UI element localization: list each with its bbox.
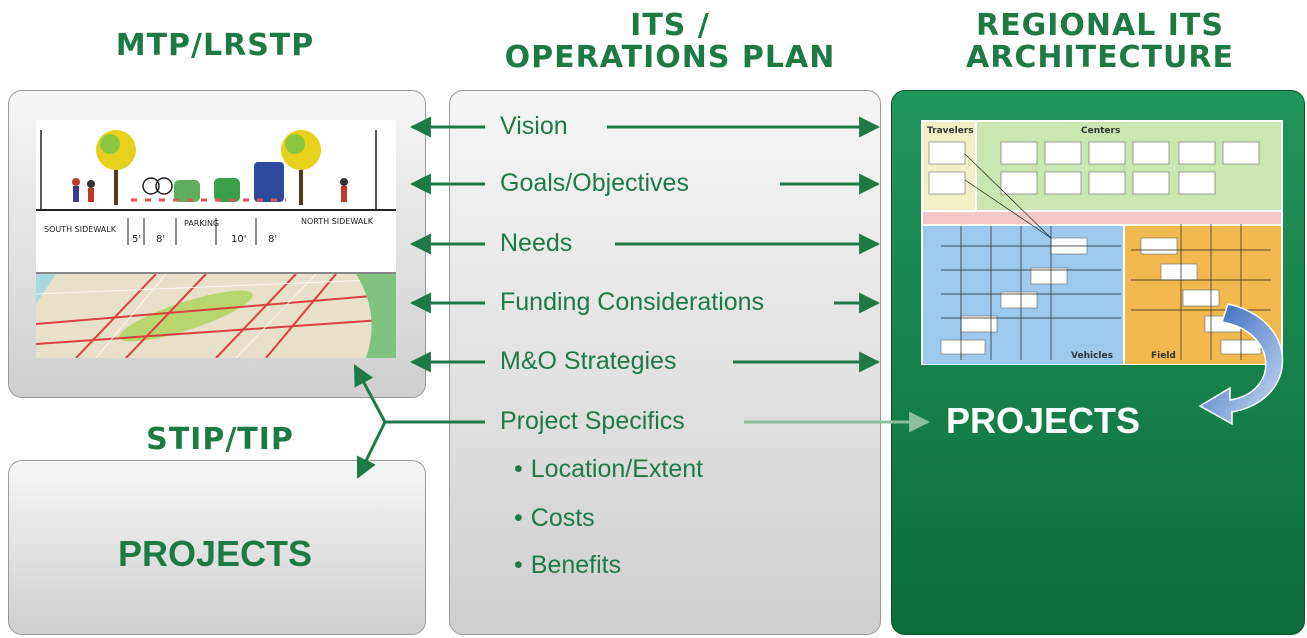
arrow-project-to-mtp <box>353 364 387 423</box>
sketch-label-south: SOUTH SIDEWALK <box>44 225 117 234</box>
street-sketch-image: SOUTH SIDEWALK NORTH SIDEWALK PARKING 5'… <box>36 120 396 274</box>
plan-item-needs: Needs <box>500 229 573 257</box>
plan-item-mo: M&O Strategies <box>500 347 677 375</box>
sketch-dim-3: 10' <box>231 234 246 245</box>
arch-title-line2: ARCHITECTURE <box>966 40 1234 75</box>
arch-title-line1: REGIONAL ITS <box>975 8 1224 43</box>
mtp-title: MTP/LRSTP <box>115 28 315 63</box>
sketch-dim-2: 8' <box>156 234 165 245</box>
plan-item-funding: Funding Considerations <box>500 288 765 316</box>
sub-item-location: •Location/Extent <box>514 455 704 483</box>
arch-label-field: Field <box>1151 351 1176 361</box>
sub-item-costs: •Costs <box>514 504 595 532</box>
sketch-label-north: NORTH SIDEWALK <box>301 217 374 226</box>
sketch-label-parking: PARKING <box>184 219 219 228</box>
arch-title: REGIONAL ITS ARCHITECTURE <box>895 10 1305 74</box>
plan-item-project-specifics: Project Specifics <box>500 407 685 435</box>
arch-label-vehicles: Vehicles <box>1071 351 1113 361</box>
its-title: ITS / OPERATIONS PLAN <box>450 10 890 74</box>
sub-item-benefits-text: Benefits <box>530 551 622 579</box>
plan-item-goals: Goals/Objectives <box>500 169 689 197</box>
sketch-dim-1: 5' <box>132 234 141 245</box>
sub-item-location-text: Location/Extent <box>530 455 704 483</box>
its-title-line2: OPERATIONS PLAN <box>504 40 836 75</box>
projects-right-label: PROJECTS <box>946 400 1141 441</box>
arrow-project-to-stip <box>356 421 387 479</box>
sketch-dim-4: 8' <box>268 234 277 245</box>
map-image <box>36 274 396 358</box>
architecture-diagram-image: Travelers Centers Vehicles Field <box>921 120 1283 365</box>
sub-item-benefits: •Benefits <box>514 551 622 579</box>
plan-item-vision: Vision <box>500 112 568 140</box>
arch-label-travelers: Travelers <box>927 126 974 136</box>
projects-left-label: PROJECTS <box>118 533 313 574</box>
curved-arrow <box>1198 303 1284 426</box>
stip-title: STIP/TIP <box>146 422 294 457</box>
sub-item-costs-text: Costs <box>530 504 595 532</box>
stip-panel <box>8 460 426 635</box>
its-title-line1: ITS / <box>630 8 710 43</box>
arch-label-centers: Centers <box>1081 126 1120 136</box>
